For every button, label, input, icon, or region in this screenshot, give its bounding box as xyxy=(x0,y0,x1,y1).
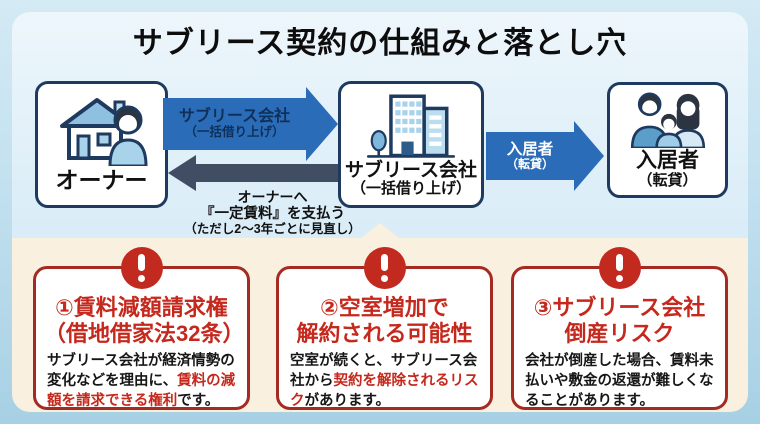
warning-card-bankruptcy: ③サブリース会社 倒産リスク 会社が倒産した場合、賃料未払いや敷金の返還が難しく… xyxy=(511,247,728,410)
sublet-arrow-head xyxy=(574,121,604,191)
lease-arrow: サブリース会社 （一括借り上げ） xyxy=(163,87,338,161)
highlighted-text: 賃料の減額を請求できる権利 xyxy=(47,372,236,409)
rent-caption-line1: オーナーへ xyxy=(237,189,308,205)
page-title: サブリース契約の仕組みと落とし穴 xyxy=(132,27,628,60)
rent-arrow xyxy=(168,155,338,191)
warning-card-body: 会社が倒産した場合、賃料未払いや敷金の返還が難しくなることがあります。 xyxy=(525,352,714,409)
exclamation-bar xyxy=(616,254,623,271)
family-icon xyxy=(630,92,705,148)
warning-card-cancellation: ②空室増加で 解約される可能性 空室が続くと、サブリース会社から契約を解除される… xyxy=(276,247,493,410)
company-sublabel: （一括借り上げ） xyxy=(350,180,471,198)
sublet-arrow-label: 入居者 xyxy=(506,140,554,158)
exclamation-dot xyxy=(138,275,145,282)
sublet-arrow: 入居者 （転貸） xyxy=(486,121,604,191)
lease-arrow-label: サブリース会社 xyxy=(178,107,291,125)
tenant-label: 入居者 xyxy=(636,149,699,172)
sublet-arrow-sublabel: （転貸） xyxy=(505,157,554,172)
rent-arrow-caption: オーナーへ 『一定賃料』を支払う （ただし2～3年ごとに見直し） xyxy=(130,189,415,237)
exclamation-icon xyxy=(120,247,163,289)
sublet-arrow-body xyxy=(486,132,574,180)
company-label: サブリース会社 xyxy=(344,160,478,181)
exclamation-dot xyxy=(616,275,623,282)
exclamation-bar xyxy=(138,254,145,271)
exclamation-dot xyxy=(381,275,388,282)
lease-arrow-sublabel: （一括借り上げ） xyxy=(184,125,285,140)
owner-label: オーナー xyxy=(55,167,148,193)
exclamation-icon xyxy=(363,247,406,289)
exclamation-icon xyxy=(598,247,641,289)
section-notch xyxy=(361,223,399,238)
rent-caption-line3: （ただし2～3年ごとに見直し） xyxy=(184,221,361,236)
rent-arrow-body xyxy=(196,164,338,182)
exclamation-bar xyxy=(381,254,388,271)
company-box: サブリース会社 （一括借り上げ） xyxy=(338,81,484,208)
rent-arrow-head xyxy=(168,155,196,191)
house-owner-icon xyxy=(59,98,148,166)
rent-caption-line2: 『一定賃料』を支払う xyxy=(200,205,345,222)
tenant-sublabel: （転貸） xyxy=(637,171,698,189)
warning-card-title: ③サブリース会社 倒産リスク xyxy=(533,295,706,346)
warning-card-body: 空室が続くと、サブリース会社から契約を解除されるリスクがあります。 xyxy=(290,352,479,409)
highlighted-text: 契約を解除されるリスク xyxy=(290,372,479,409)
warning-card-title: ①賃料減額請求権 （借地借家法32条） xyxy=(44,295,245,346)
warning-card-body: サブリース会社が経済情勢の変化などを理由に、賃料の減額を請求できる権利です。 xyxy=(47,352,236,409)
warning-card-title: ②空室増加で 解約される可能性 xyxy=(296,295,473,346)
lease-arrow-body xyxy=(163,98,306,150)
warning-card-rent-reduction: ①賃料減額請求権 （借地借家法32条） サブリース会社が経済情勢の変化などを理由… xyxy=(33,247,250,410)
lease-arrow-head xyxy=(306,87,338,161)
buildings-icon xyxy=(366,94,456,158)
owner-box: オーナー xyxy=(35,81,168,208)
tenant-box: 入居者 （転貸） xyxy=(607,82,728,198)
